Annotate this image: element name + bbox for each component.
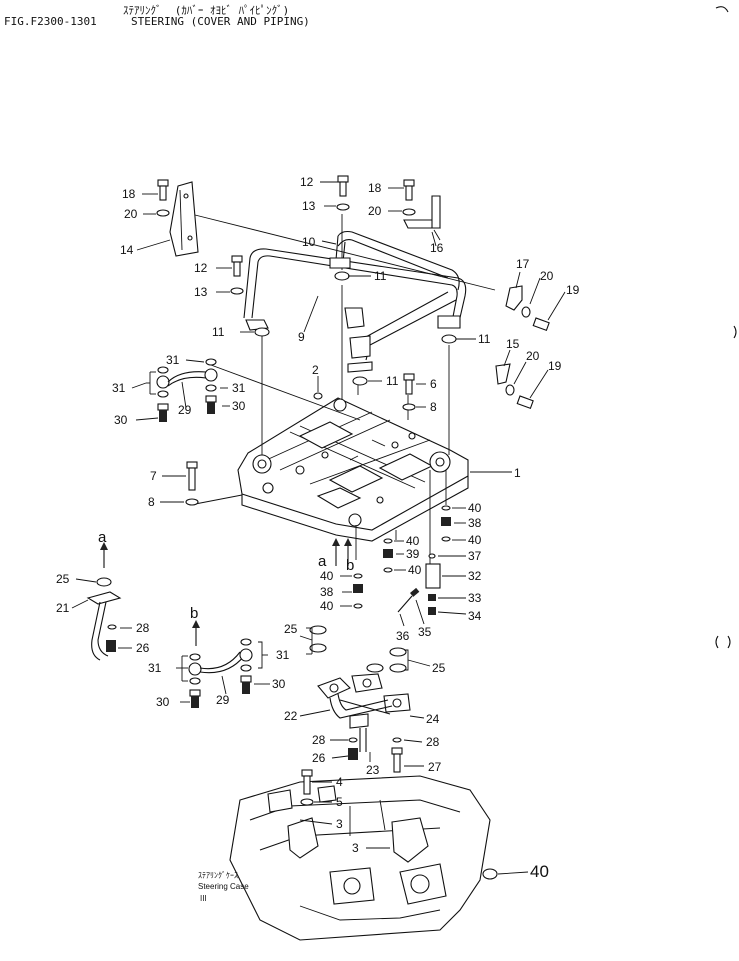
callout: 10 [302, 235, 316, 249]
brackets [169, 181, 523, 385]
hardware-bolts-washers [156, 175, 550, 615]
callout: 40 [530, 862, 549, 881]
callout: 18 [368, 181, 382, 195]
callout: 20 [526, 349, 540, 363]
page-edge-marks [715, 6, 737, 649]
callout: 2 [312, 363, 319, 377]
callout: 8 [430, 400, 437, 414]
callout: 11 [374, 269, 387, 283]
callout: 40 [468, 501, 482, 515]
callout: 40 [320, 569, 334, 583]
pipe-29-lower [181, 638, 268, 708]
callout: 3 [352, 841, 359, 855]
callout: 3 [336, 817, 343, 831]
callout: 25 [56, 572, 70, 586]
callout: 19 [548, 359, 562, 373]
callout: 36 [396, 629, 410, 643]
callout: 30 [156, 695, 170, 709]
steering-case-label: ｽﾃｱﾘﾝｸﾞｹｰｽ Steering Case III [198, 871, 249, 903]
callout: 31 [232, 381, 246, 395]
ref-letter-a: a [98, 529, 107, 546]
callout: 12 [194, 261, 208, 275]
reference-letters: a b a b [98, 529, 354, 622]
steering-case [229, 769, 498, 941]
callout: 33 [468, 591, 482, 605]
steering-cover-plate [237, 397, 469, 542]
callout: 7 [150, 469, 157, 483]
callout: 38 [320, 585, 334, 599]
callout: 26 [136, 641, 150, 655]
callout: 18 [122, 187, 136, 201]
callout: 13 [302, 199, 316, 213]
callout: 28 [136, 621, 150, 635]
leader-lines [71, 181, 566, 875]
case-label-jp: ｽﾃｱﾘﾝｸﾞｹｰｽ [198, 871, 238, 880]
callout: 31 [166, 353, 180, 367]
callout: 14 [120, 243, 134, 257]
callout-numbers: 1 2 3 3 4 5 6 7 8 8 9 10 11 11 11 11 12 … [56, 175, 580, 881]
callout: 24 [426, 712, 440, 726]
case-label-sub: III [200, 894, 207, 903]
callout: 27 [428, 760, 442, 774]
callout: 20 [540, 269, 554, 283]
callout: 22 [284, 709, 298, 723]
callout: 11 [212, 325, 225, 339]
reference-arrows [100, 538, 352, 646]
ref-letter-b: b [190, 605, 198, 622]
callout: 11 [386, 374, 399, 388]
callout: 39 [406, 547, 420, 561]
callout: 40 [406, 534, 420, 548]
callout: 16 [430, 241, 444, 255]
callout: 25 [284, 622, 298, 636]
callout: 32 [468, 569, 482, 583]
callout: 9 [298, 330, 305, 344]
pipe-29-upper [146, 358, 218, 422]
callout: 4 [336, 775, 343, 789]
callout: 6 [430, 377, 437, 391]
callout: 11 [478, 332, 491, 346]
callout: 19 [566, 283, 580, 297]
callout: 40 [468, 533, 482, 547]
callout: 31 [112, 381, 126, 395]
ref-letter-a-plate: a [318, 553, 327, 570]
upper-pipes [243, 230, 467, 373]
callout: 30 [232, 399, 246, 413]
callout: 29 [216, 693, 230, 707]
callout: 30 [272, 677, 286, 691]
callout: 23 [366, 763, 380, 777]
diagram-title: STEERING (COVER AND PIPING) [131, 15, 310, 28]
callout: 35 [418, 625, 432, 639]
ref-letter-b-plate: b [346, 557, 354, 574]
callout: 1 [514, 466, 521, 480]
callout: 20 [124, 207, 138, 221]
callout: 12 [300, 175, 314, 189]
callout: 21 [56, 601, 70, 615]
pipe-21 [86, 577, 122, 661]
callout: 15 [506, 337, 520, 351]
japanese-title: ｽﾃｱﾘﾝｸﾞ (ｶﾊﾞｰ ｵﾖﾋﾞ ﾊﾟｲﾋﾟﾝｸﾞ) [123, 4, 290, 17]
callout: 17 [516, 257, 530, 271]
callout: 34 [468, 609, 482, 623]
callout: 31 [276, 648, 290, 662]
callout: 38 [468, 516, 482, 530]
figure-number: FIG.F2300-1301 [4, 15, 97, 28]
callout: 28 [426, 735, 440, 749]
callout: 25 [432, 661, 446, 675]
callout: 29 [178, 403, 192, 417]
callout: 26 [312, 751, 326, 765]
callout: 31 [148, 661, 162, 675]
callout: 20 [368, 204, 382, 218]
lower-junction-pipes [299, 625, 431, 773]
callout: 13 [194, 285, 208, 299]
case-label-en: Steering Case [198, 882, 249, 891]
callout: 40 [320, 599, 334, 613]
callout: 8 [148, 495, 155, 509]
callout: 40 [408, 563, 422, 577]
callout: 5 [336, 795, 343, 809]
callout: 28 [312, 733, 326, 747]
callout: 37 [468, 549, 482, 563]
callout: 30 [114, 413, 128, 427]
